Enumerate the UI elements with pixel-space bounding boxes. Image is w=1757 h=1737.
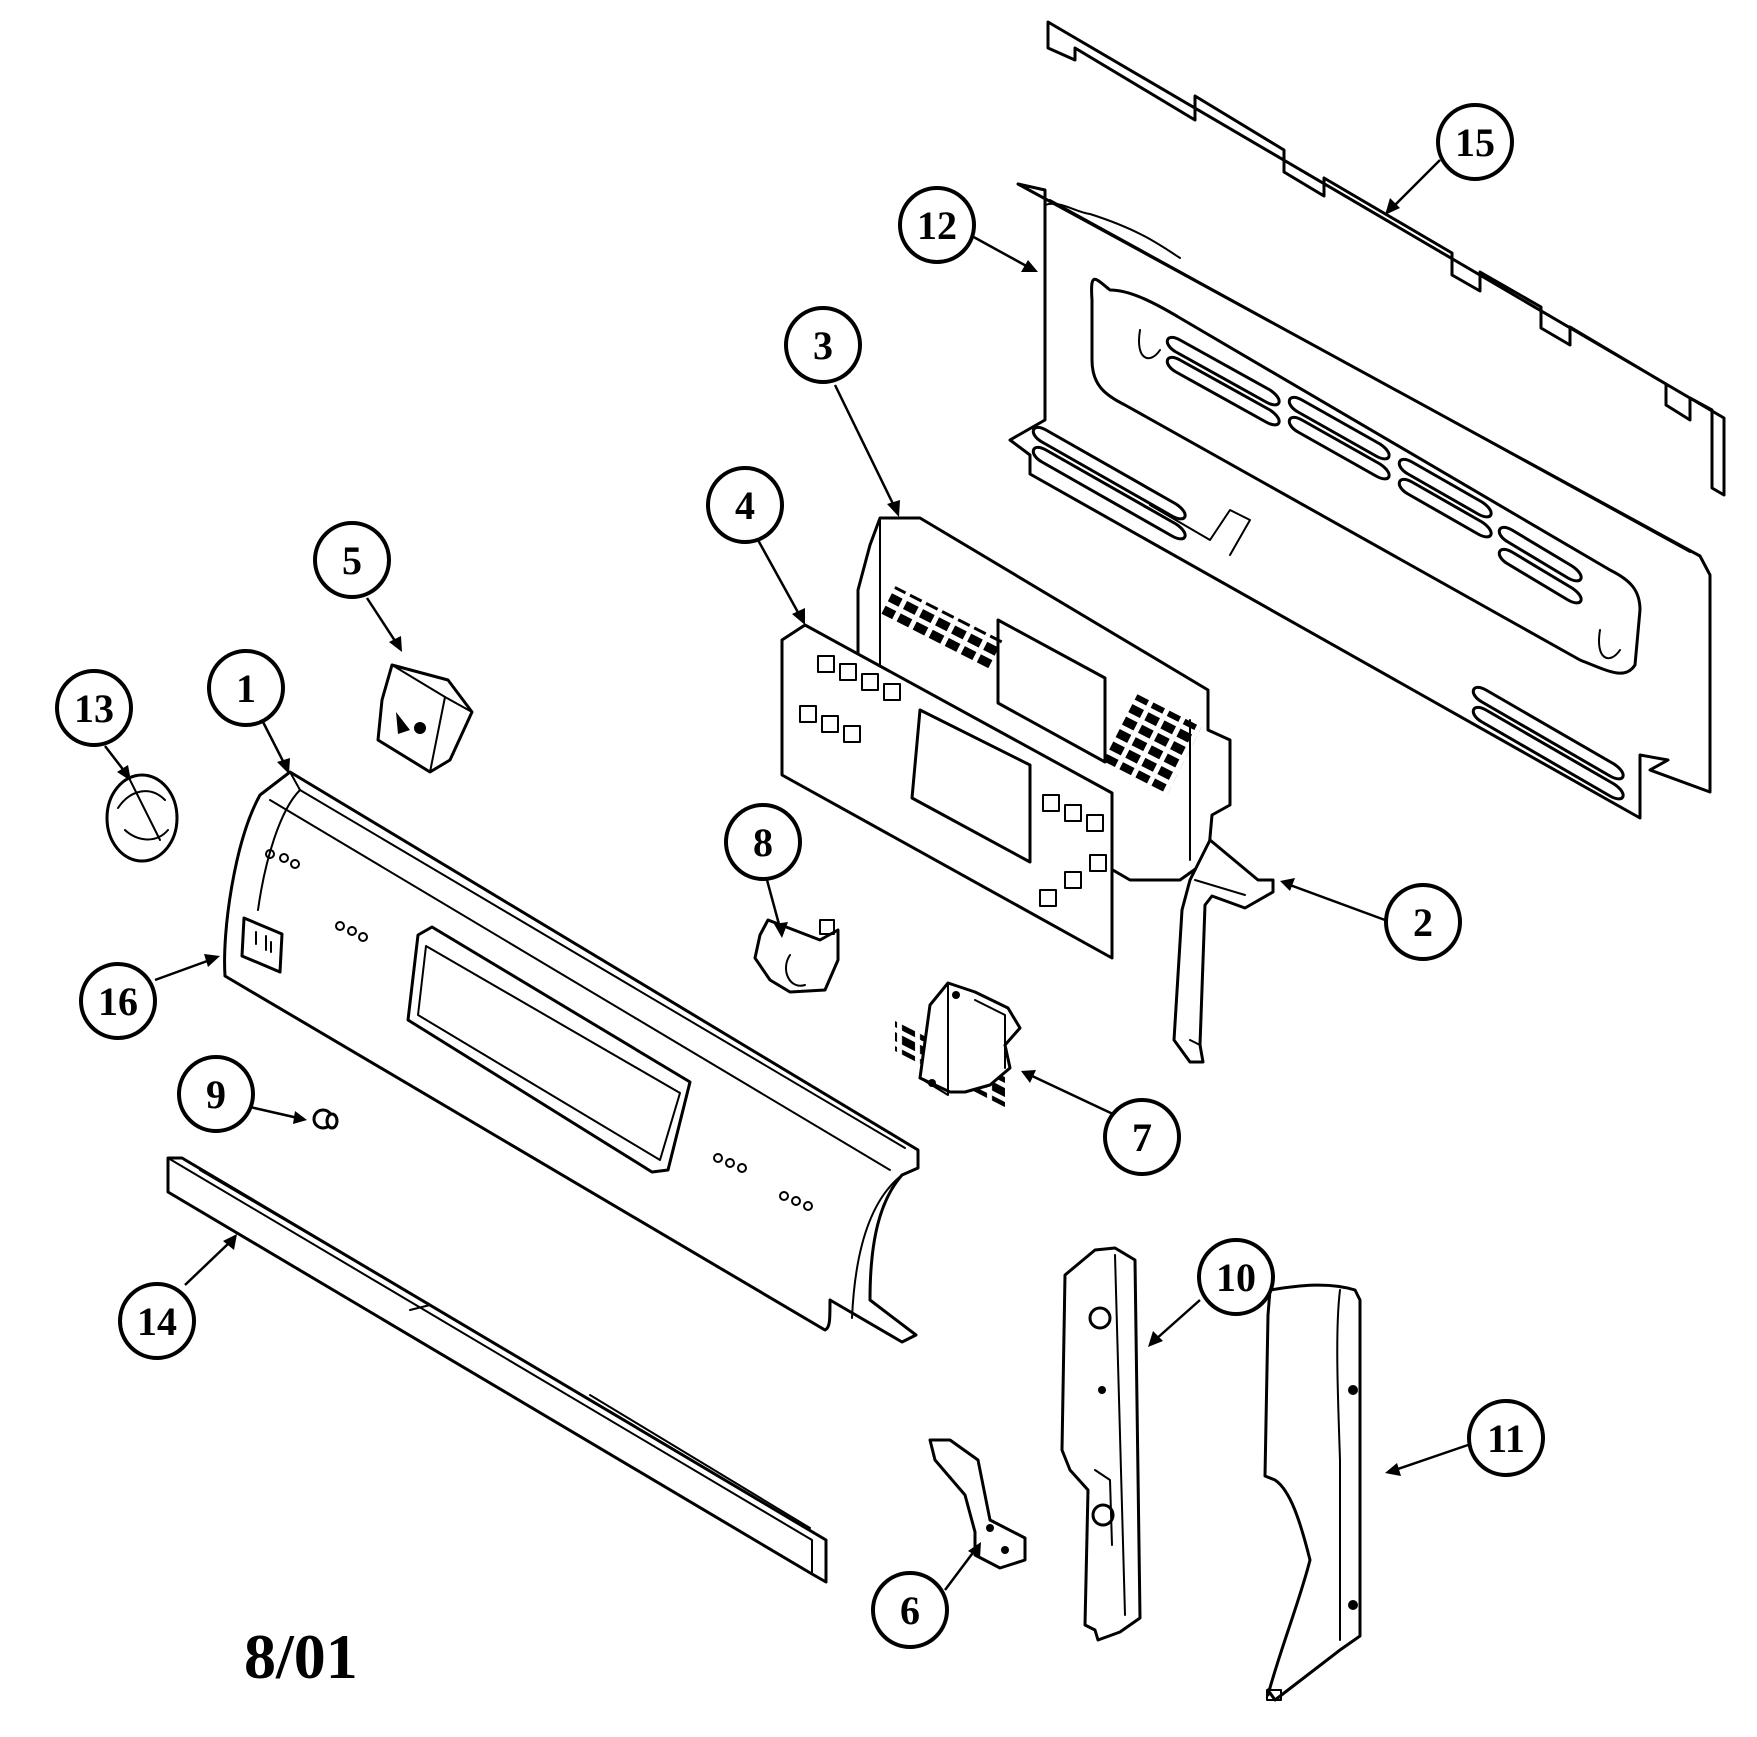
callout-9: 9 (177, 1055, 255, 1133)
part-10-side-bracket (1060, 1246, 1142, 1642)
svg-text:6: 6 (900, 1588, 920, 1633)
callout-6: 6 (871, 1571, 949, 1649)
part-2-bracket (1172, 838, 1275, 1064)
part-3-control-board (856, 516, 1232, 1108)
svg-text:11: 11 (1487, 1416, 1525, 1461)
callout-14: 14 (118, 1282, 196, 1360)
part-7-housing (918, 981, 1022, 1096)
callout-7: 7 (1103, 1098, 1181, 1176)
callout-1: 1 (207, 649, 285, 727)
callout-11: 11 (1467, 1399, 1545, 1477)
part-6-clip (928, 1438, 1027, 1570)
callout-3: 3 (784, 306, 862, 384)
callout-8: 8 (724, 803, 802, 881)
leader-lines (104, 159, 1469, 1591)
part-1-control-panel (223, 770, 920, 1344)
part-12-rear-panel (1008, 182, 1712, 820)
svg-text:5: 5 (342, 538, 362, 583)
callout-4: 4 (706, 466, 784, 544)
callout-12: 12 (898, 186, 976, 264)
svg-text:13: 13 (74, 686, 114, 731)
svg-text:9: 9 (206, 1072, 226, 1117)
part-8-selector-switch (753, 918, 840, 994)
svg-text:2: 2 (1413, 900, 1433, 945)
part-9-button (312, 1108, 339, 1130)
callout-13: 13 (55, 669, 133, 747)
part-15-top-trim (1046, 20, 1726, 497)
callout-16: 16 (79, 962, 157, 1040)
svg-text:12: 12 (917, 203, 957, 248)
svg-text:8: 8 (753, 820, 773, 865)
part-4-overlay (780, 623, 1114, 960)
callout-15: 15 (1436, 103, 1514, 181)
callout-10: 10 (1197, 1238, 1275, 1316)
part-11-side-panel (1263, 1283, 1362, 1702)
svg-text:3: 3 (813, 323, 833, 368)
svg-text:15: 15 (1455, 120, 1495, 165)
part-5-switch (376, 663, 474, 774)
svg-text:10: 10 (1216, 1255, 1256, 1300)
callout-2: 2 (1384, 883, 1462, 961)
callout-5: 5 (313, 521, 391, 599)
part-13-knob (105, 773, 179, 863)
svg-text:7: 7 (1132, 1115, 1152, 1160)
part-14-lower-trim (166, 1156, 828, 1584)
svg-text:16: 16 (98, 979, 138, 1024)
svg-text:4: 4 (735, 483, 755, 528)
svg-text:14: 14 (137, 1299, 177, 1344)
date-code: 8/01 (244, 1621, 358, 1692)
svg-text:1: 1 (236, 666, 256, 711)
